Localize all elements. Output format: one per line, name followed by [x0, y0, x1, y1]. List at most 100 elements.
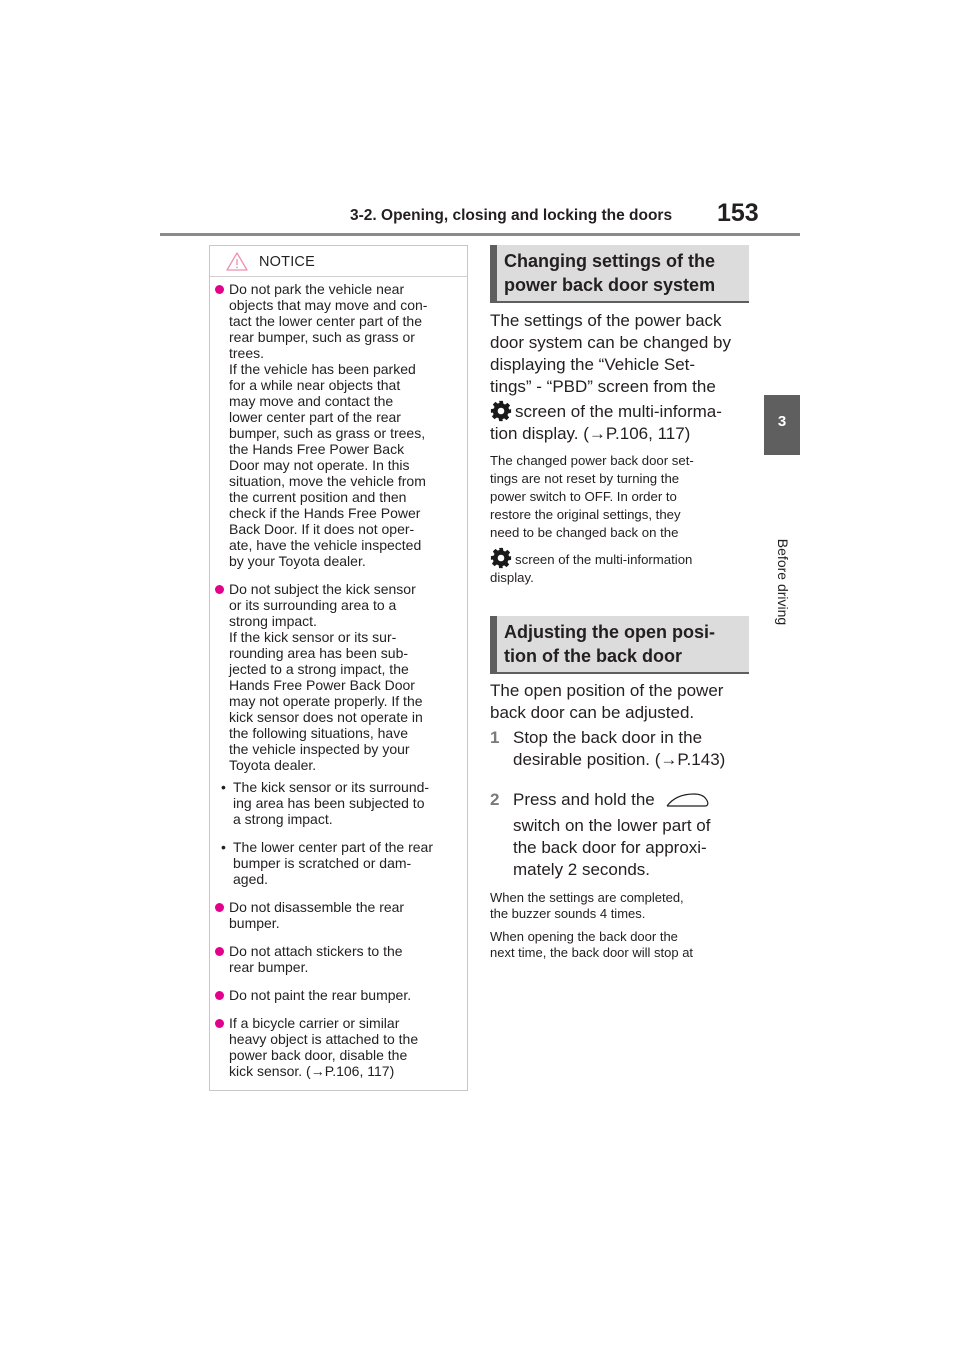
note-line: tings are not reset by turning the: [490, 471, 680, 486]
notice-line: aged.: [233, 871, 269, 887]
notice-line: Hands Free Power Back Door: [229, 677, 415, 693]
bullet-icon: [215, 947, 224, 956]
notice-item: Do not park the vehicle near objects tha…: [215, 281, 463, 569]
notice-subitem: • The lower center part of the rear bump…: [215, 839, 463, 887]
sub-bullet: •: [221, 779, 226, 795]
note-line: display.: [490, 570, 534, 585]
completion-note: When the settings are completed, the buz…: [490, 890, 755, 922]
notice-item: Do not disassemble the rear bumper.: [215, 899, 463, 931]
notice-body: Do not park the vehicle near objects tha…: [215, 281, 463, 1091]
notice-line: kick sensor does not operate in: [229, 709, 423, 725]
gear-settings-icon: [490, 400, 512, 422]
step-line: mately 2 seconds.: [513, 860, 651, 879]
section-heading-open-position: Adjusting the open posi- tion of the bac…: [490, 616, 749, 674]
step-line: Stop the back door in the: [513, 728, 703, 747]
paragraph-line: tion display. (→P.106, 117): [490, 424, 691, 443]
bullet-icon: [215, 991, 224, 1000]
next-open-note: When opening the back door the next time…: [490, 929, 755, 961]
bullet-icon: [215, 903, 224, 912]
note-line: the buzzer sounds 4 times.: [490, 906, 646, 921]
heading-line: Adjusting the open posi-: [504, 622, 715, 642]
paragraph-line: The open position of the power: [490, 681, 724, 700]
warning-triangle-icon: [226, 252, 248, 271]
chapter-tab-label: Before driving: [775, 538, 791, 626]
chapter-tab-label-wrap: Before driving: [771, 497, 795, 667]
paragraph-line: back door can be adjusted.: [490, 703, 695, 722]
notice-line: Do not disassemble the rear: [229, 899, 405, 915]
note-line: When opening the back door the: [490, 929, 678, 944]
note-line: need to be changed back on the: [490, 525, 679, 540]
notice-line: trees.: [229, 345, 265, 361]
notice-line: the following situations, have: [229, 725, 408, 741]
notice-line: or its surrounding area to a: [229, 597, 397, 613]
notice-line: If the kick sensor or its sur-: [229, 629, 397, 645]
step-line: desirable position. (→P.143): [513, 750, 726, 769]
notice-line: objects that may move and con-: [229, 297, 428, 313]
notice-line: situation, move the vehicle from: [229, 473, 426, 489]
notice-line: the current position and then: [229, 489, 407, 505]
note-line: next time, the back door will stop at: [490, 945, 694, 960]
notice-item: Do not subject the kick sensor or its su…: [215, 581, 463, 773]
notice-line: tact the lower center part of the: [229, 313, 422, 329]
page-number: 153: [717, 199, 759, 227]
notice-line: strong impact.: [229, 613, 317, 629]
notice-line: may not operate properly. If the: [229, 693, 423, 709]
notice-line: a strong impact.: [233, 811, 333, 827]
note-line: The changed power back door set-: [490, 453, 694, 468]
bullet-icon: [215, 585, 224, 594]
notice-line: ing area has been subjected to: [233, 795, 425, 811]
notice-line: The kick sensor or its surround-: [233, 779, 430, 795]
step-line: the back door for approxi-: [513, 838, 707, 857]
step-1: 1 Stop the back door in the desirable po…: [490, 727, 750, 771]
notice-line: The lower center part of the rear: [233, 839, 433, 855]
paragraph-line: screen of the multi-informa-: [490, 400, 755, 423]
note-line-text: screen of the multi-information: [515, 552, 693, 567]
notice-header: NOTICE: [210, 246, 467, 277]
notice-line: Do not subject the kick sensor: [229, 581, 416, 597]
step-line: Press and hold the: [513, 789, 750, 811]
open-position-paragraph: The open position of the power back door…: [490, 680, 755, 724]
notice-subitem: • The kick sensor or its surround- ing a…: [215, 779, 463, 827]
note-line: When the settings are completed,: [490, 890, 684, 905]
notice-box: NOTICE Do not park the vehicle near obje…: [209, 245, 468, 1091]
back-door-switch-icon: [666, 793, 708, 807]
notice-line: for a while near objects that: [229, 377, 401, 393]
notice-line: may move and contact the: [229, 393, 394, 409]
paragraph-line-text: screen of the multi-informa-: [515, 402, 722, 421]
step-line-text: Press and hold the: [513, 790, 655, 809]
notice-line: rounding area has been sub-: [229, 645, 409, 661]
step-number: 2: [490, 790, 500, 809]
notice-item: Do not paint the rear bumper.: [215, 987, 463, 1003]
paragraph-line: tings” - “PBD” screen from the: [490, 377, 716, 396]
notice-line: Do not attach stickers to the: [229, 943, 403, 959]
bullet-icon: [215, 285, 224, 294]
notice-line: power back door, disable the: [229, 1047, 408, 1063]
notice-line: Do not paint the rear bumper.: [229, 987, 412, 1003]
bullet-icon: [215, 1019, 224, 1028]
notice-line: rear bumper.: [229, 959, 309, 975]
notice-line: kick sensor. (→P.106, 117): [229, 1063, 395, 1079]
notice-item: If a bicycle carrier or similar heavy ob…: [215, 1015, 463, 1079]
notice-line: Toyota dealer.: [229, 757, 317, 773]
settings-paragraph: The settings of the power back door syst…: [490, 310, 755, 445]
note-line: power switch to OFF. In order to: [490, 489, 677, 504]
notice-line: Do not park the vehicle near: [229, 281, 405, 297]
step-number: 1: [490, 728, 500, 747]
chapter-tab-number: 3: [777, 413, 787, 430]
notice-line: If the vehicle has been parked: [229, 361, 416, 377]
notice-line: the vehicle inspected by your: [229, 741, 410, 757]
notice-item: Do not attach stickers to the rear bumpe…: [215, 943, 463, 975]
notice-line: rear bumper, such as grass or: [229, 329, 415, 345]
header-divider: [160, 233, 800, 236]
sub-bullet: •: [221, 839, 226, 855]
notice-line: check if the Hands Free Power: [229, 505, 421, 521]
step-line: switch on the lower part of: [513, 816, 711, 835]
note-line: screen of the multi-information: [490, 547, 755, 569]
notice-line: heavy object is attached to the: [229, 1031, 419, 1047]
note-line: restore the original settings, they: [490, 507, 681, 522]
settings-note: The changed power back door set- tings a…: [490, 452, 755, 587]
paragraph-line: displaying the “Vehicle Set-: [490, 355, 696, 374]
notice-line: bumper is scratched or dam-: [233, 855, 412, 871]
notice-line: Door may not operate. In this: [229, 457, 410, 473]
gear-settings-icon: [490, 547, 512, 569]
